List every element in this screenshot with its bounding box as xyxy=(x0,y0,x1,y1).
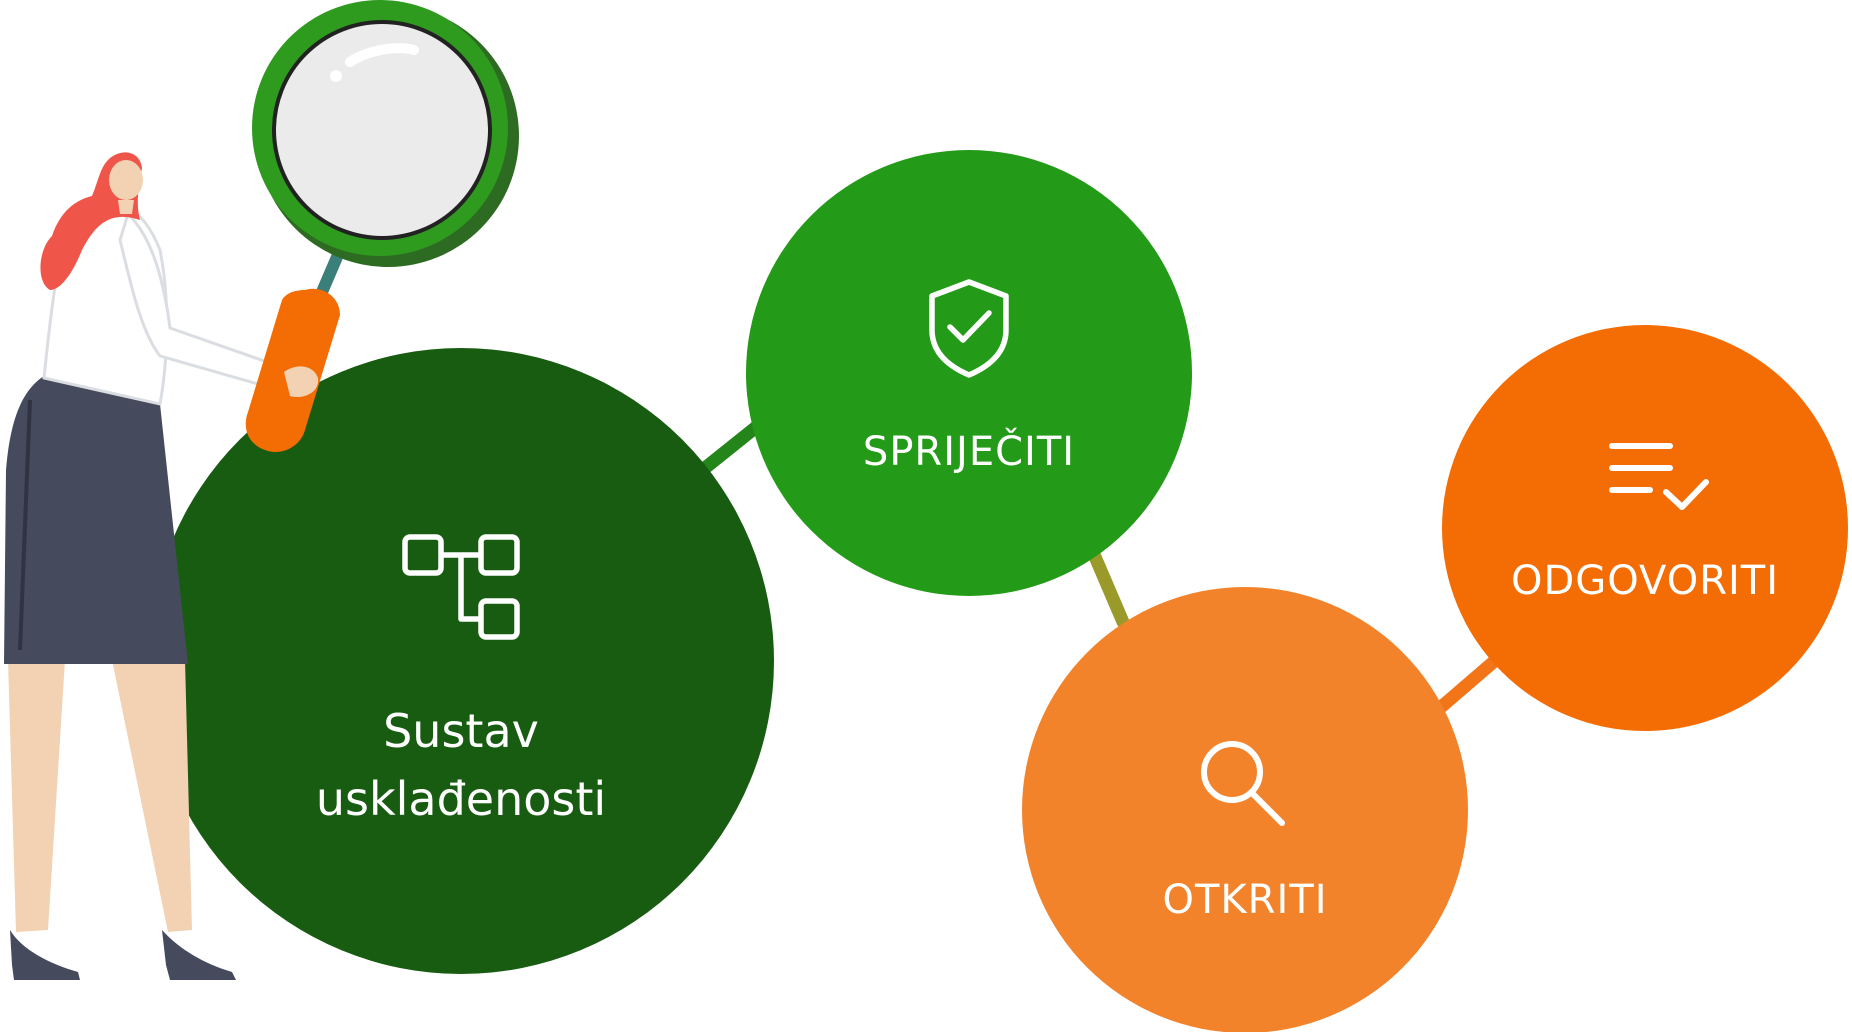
node-detect-label: OTKRITI xyxy=(1163,877,1328,923)
woman-hand xyxy=(284,366,319,398)
flowchart-icon xyxy=(402,534,520,640)
woman-skirt xyxy=(4,376,188,664)
woman-leg-right xyxy=(112,660,192,932)
search-icon xyxy=(1201,741,1285,826)
node-main-label-line1: Sustav xyxy=(383,704,539,758)
node-respond-label: ODGOVORITI xyxy=(1511,558,1779,604)
node-main-circle xyxy=(148,348,774,974)
node-prevent-label: SPRIJEČITI xyxy=(863,427,1075,475)
connector-detect-respond xyxy=(1433,651,1505,715)
shield-check-icon xyxy=(929,279,1009,378)
connector-prevent-detect xyxy=(1083,538,1130,629)
node-prevent: SPRIJEČITI xyxy=(746,150,1192,596)
node-detect-circle xyxy=(1022,587,1468,1032)
node-main: Sustav usklađenosti xyxy=(148,348,774,974)
connectors xyxy=(693,417,1505,715)
woman-shoe-left xyxy=(10,930,80,980)
magnifier-lens xyxy=(272,20,492,240)
connector-main-prevent xyxy=(693,417,767,479)
woman-leg-left xyxy=(8,660,65,932)
woman-shoe-right xyxy=(162,930,236,980)
woman-face xyxy=(109,160,143,200)
node-main-label-line2: usklađenosti xyxy=(316,772,606,826)
node-respond: ODGOVORITI xyxy=(1442,325,1848,731)
woman-with-magnifying-glass-illustration xyxy=(4,0,519,980)
node-respond-circle xyxy=(1442,325,1848,731)
node-detect: OTKRITI xyxy=(1022,587,1468,1032)
checklist-icon xyxy=(1609,443,1709,510)
